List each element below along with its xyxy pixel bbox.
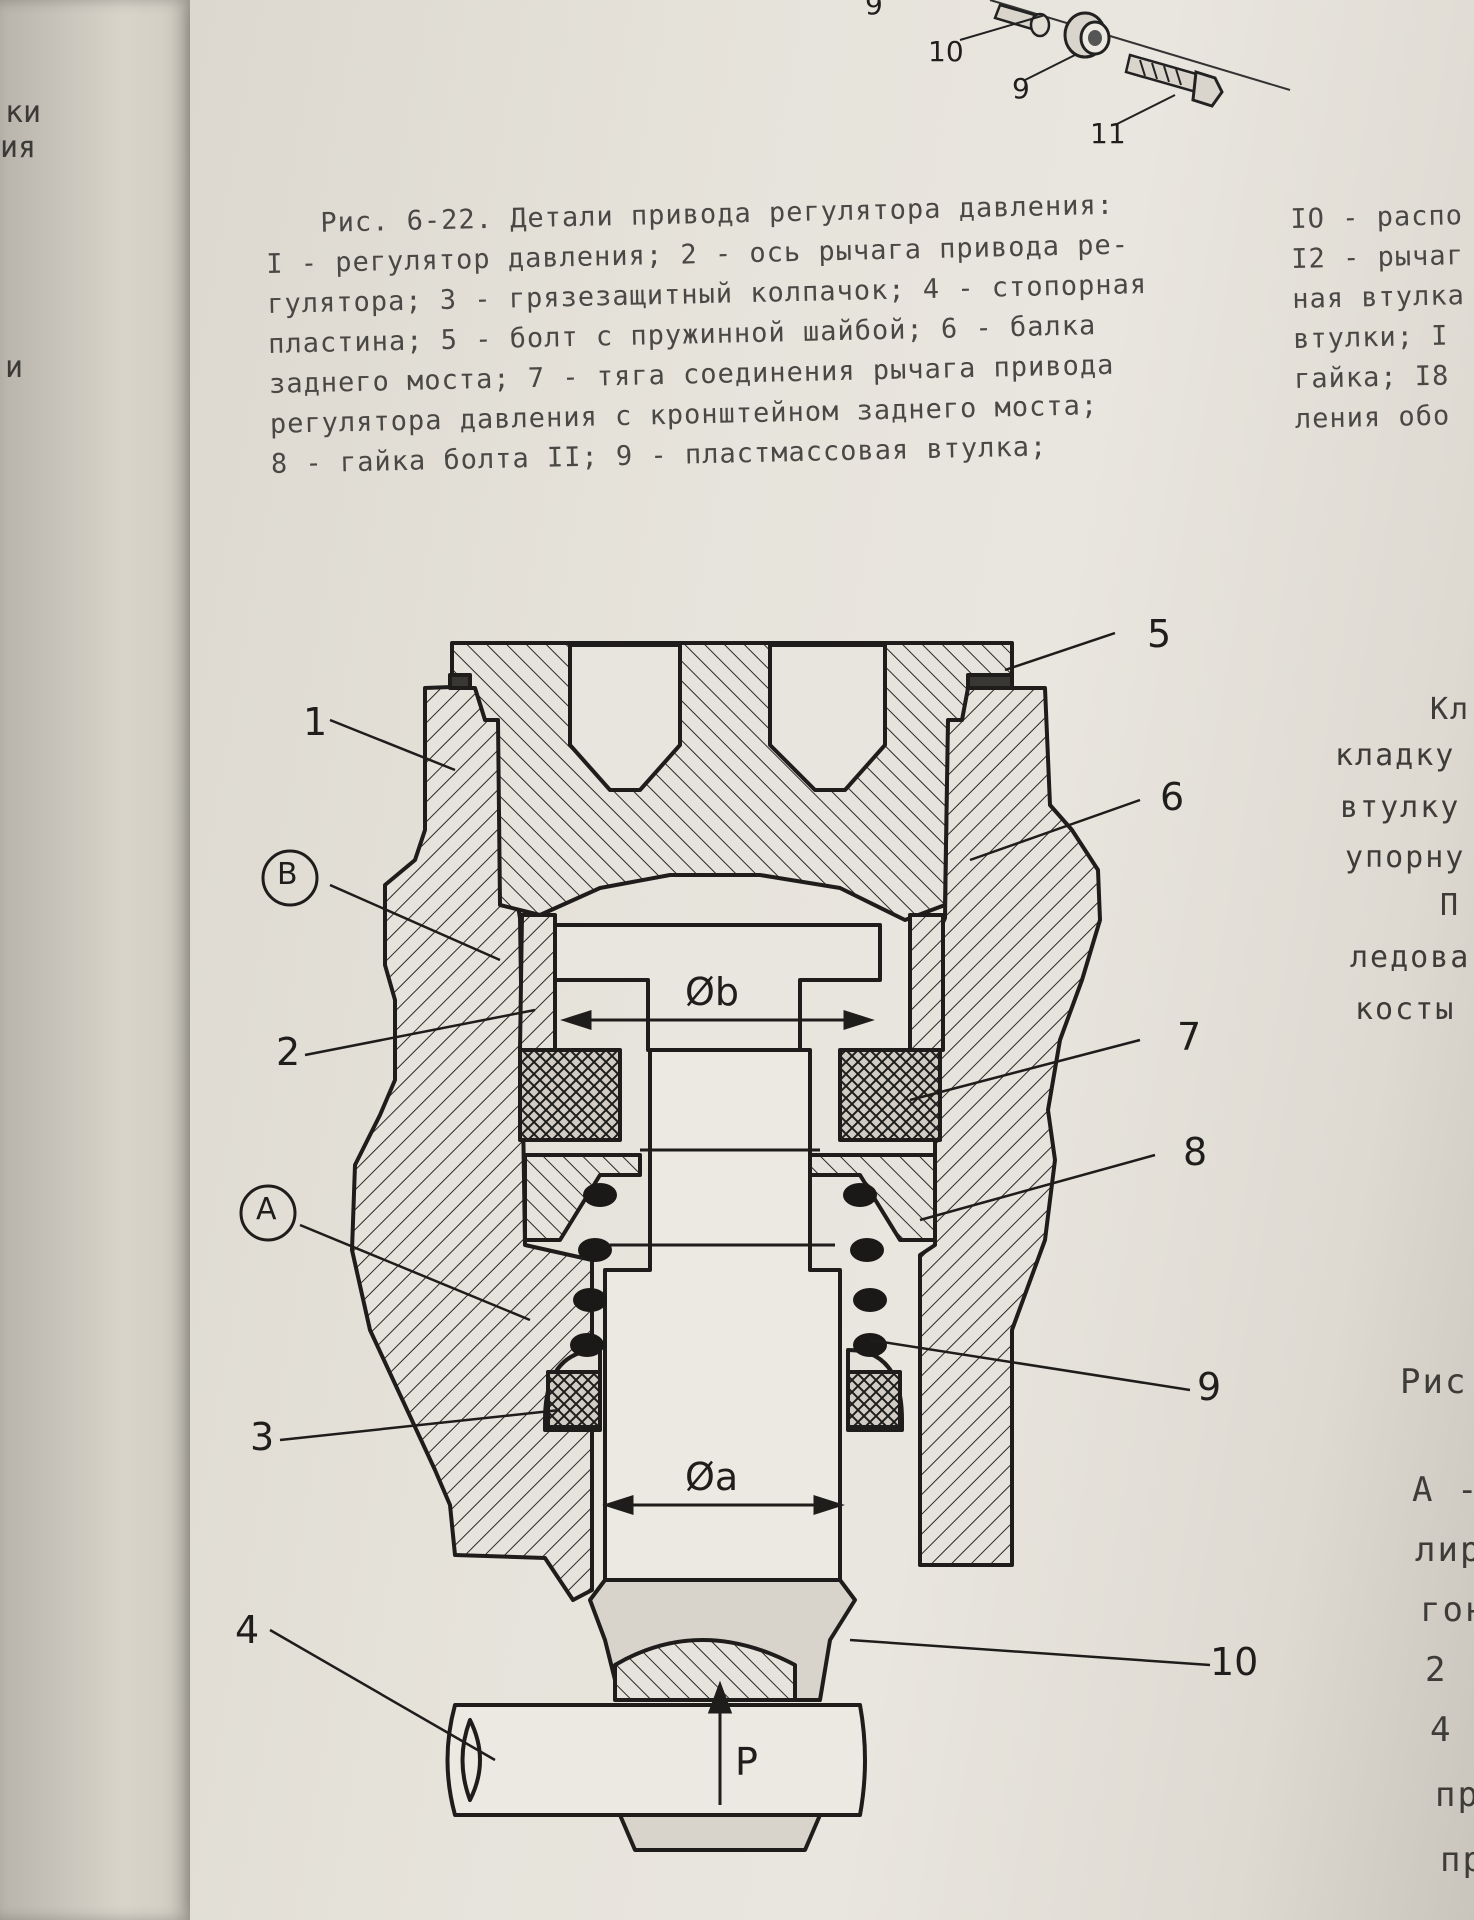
right-text-fragment: гон bbox=[1420, 1590, 1474, 1630]
right-text-fragment: А - bbox=[1412, 1470, 1474, 1510]
right-text-fragment: пр bbox=[1440, 1840, 1474, 1880]
label-b: B bbox=[277, 857, 298, 892]
label-a: A bbox=[256, 1192, 277, 1227]
right-text-fragment: втулку bbox=[1340, 790, 1461, 825]
bushing-9 bbox=[1063, 11, 1111, 59]
dust-cap-3 bbox=[546, 1370, 602, 1429]
right-text-fragment: упорну bbox=[1345, 840, 1466, 875]
right-text-fragment: косты bbox=[1355, 992, 1456, 1027]
top-label-11: 11 bbox=[1090, 117, 1126, 150]
plug-hole-right bbox=[768, 643, 887, 792]
label-6: 6 bbox=[1160, 775, 1185, 819]
label-2: 2 bbox=[276, 1030, 301, 1074]
left-page-fragment: и bbox=[5, 350, 24, 385]
top-label-9b: 9 bbox=[1012, 72, 1030, 105]
label-8: 8 bbox=[1183, 1130, 1208, 1174]
left-page: ки ия и bbox=[0, 0, 205, 1920]
right-text-ris: Рис bbox=[1400, 1362, 1468, 1402]
right-text-fragment: 2 bbox=[1425, 1650, 1448, 1690]
piston-rod bbox=[603, 1048, 842, 1582]
lever-shaft-bottom bbox=[618, 1813, 822, 1852]
shaft-end-highlight bbox=[460, 1718, 482, 1802]
lever-shaft bbox=[445, 1703, 867, 1817]
dimension-b: Øb bbox=[685, 970, 740, 1014]
callout-circle-b bbox=[261, 849, 319, 907]
bolt-11 bbox=[1124, 53, 1224, 108]
seal-ring bbox=[966, 673, 1014, 690]
label-4: 4 bbox=[235, 1608, 260, 1652]
cup-seal-7 bbox=[838, 1048, 942, 1142]
force-p: P bbox=[735, 1740, 758, 1784]
label-5: 5 bbox=[1147, 612, 1172, 656]
dust-cap-3 bbox=[846, 1370, 902, 1429]
cup-seal-7 bbox=[518, 1048, 622, 1142]
label-3: 3 bbox=[250, 1415, 275, 1459]
plunger-contact bbox=[613, 1638, 797, 1702]
left-page-fragment: ия bbox=[0, 130, 37, 165]
seal-ring bbox=[448, 673, 472, 690]
right-text-fragment: пр bbox=[1435, 1775, 1474, 1815]
right-text-fragment: 4 bbox=[1430, 1710, 1453, 1750]
dimension-a: Øa bbox=[685, 1455, 739, 1499]
right-text-fragment: П bbox=[1440, 888, 1461, 923]
right-text-fragment: лир bbox=[1415, 1530, 1474, 1570]
top-label-9: 9 bbox=[865, 0, 883, 21]
left-page-fragment: ки bbox=[5, 95, 42, 130]
plug-hole-left bbox=[568, 643, 682, 792]
right-text-fragment: Кл bbox=[1430, 692, 1471, 727]
label-1: 1 bbox=[303, 700, 328, 744]
label-7: 7 bbox=[1177, 1015, 1202, 1059]
top-label-10: 10 bbox=[928, 35, 964, 68]
label-9: 9 bbox=[1197, 1365, 1222, 1409]
right-text-fragment: ледова bbox=[1350, 940, 1471, 975]
plug-cap bbox=[450, 641, 1014, 922]
right-text-fragment: кладку bbox=[1335, 738, 1456, 773]
spring-coils bbox=[570, 1183, 887, 1357]
bushing-10 bbox=[993, 3, 1051, 38]
callout-circle-a bbox=[239, 1184, 297, 1242]
label-10: 10 bbox=[1210, 1640, 1259, 1684]
